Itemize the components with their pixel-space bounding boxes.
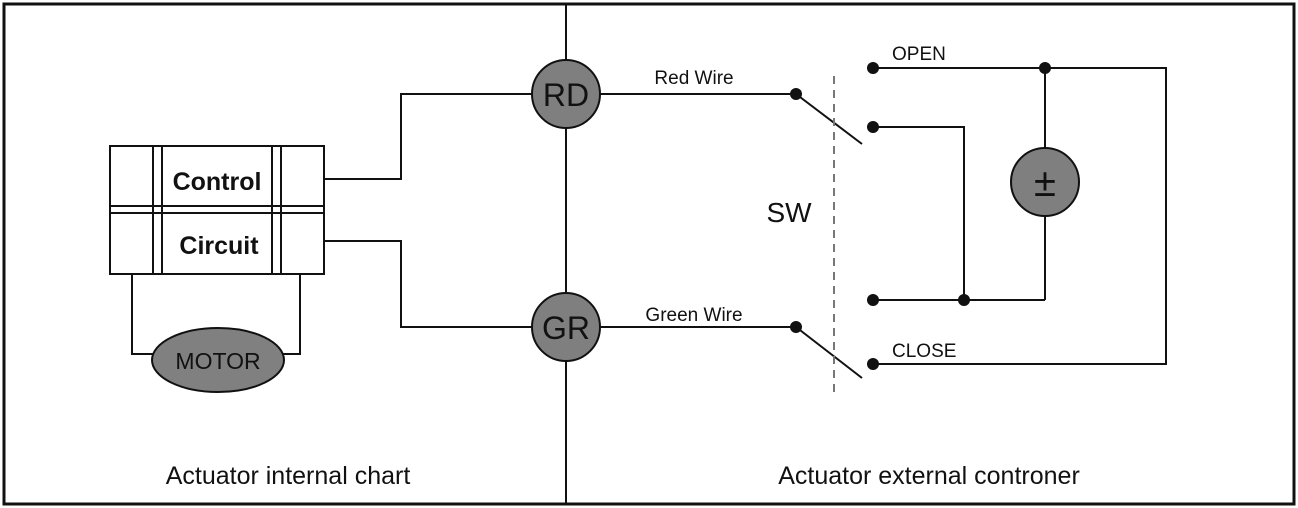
wire-control-to-rd <box>324 93 532 180</box>
control-label: Control <box>173 168 262 196</box>
red-wire-label: Red Wire <box>654 68 733 89</box>
switch-label: SW <box>766 197 812 228</box>
rd-terminal-label: RD <box>543 77 589 113</box>
external-section-caption: Actuator external controner <box>778 462 1080 490</box>
junction-open <box>1039 62 1051 74</box>
green-switch-blade <box>795 326 863 379</box>
red-switch-blade <box>795 93 863 145</box>
motor <box>151 327 285 393</box>
common-return-wire <box>873 126 965 300</box>
circuit-label: Circuit <box>179 232 259 260</box>
motor-label: MOTOR <box>175 348 260 374</box>
control-circuit-block <box>109 145 325 275</box>
open-supply-wire <box>873 67 1167 365</box>
open-label: OPEN <box>892 44 946 65</box>
close-label: CLOSE <box>892 341 956 362</box>
gr-terminal-label: GR <box>542 310 590 346</box>
power-source-symbol: ± <box>1034 161 1056 205</box>
green-wire-label: Green Wire <box>645 305 742 326</box>
wire-circuit-to-gr <box>324 240 532 328</box>
power-source <box>1010 147 1080 217</box>
internal-section-caption: Actuator internal chart <box>166 462 411 490</box>
junction-return <box>958 294 970 306</box>
